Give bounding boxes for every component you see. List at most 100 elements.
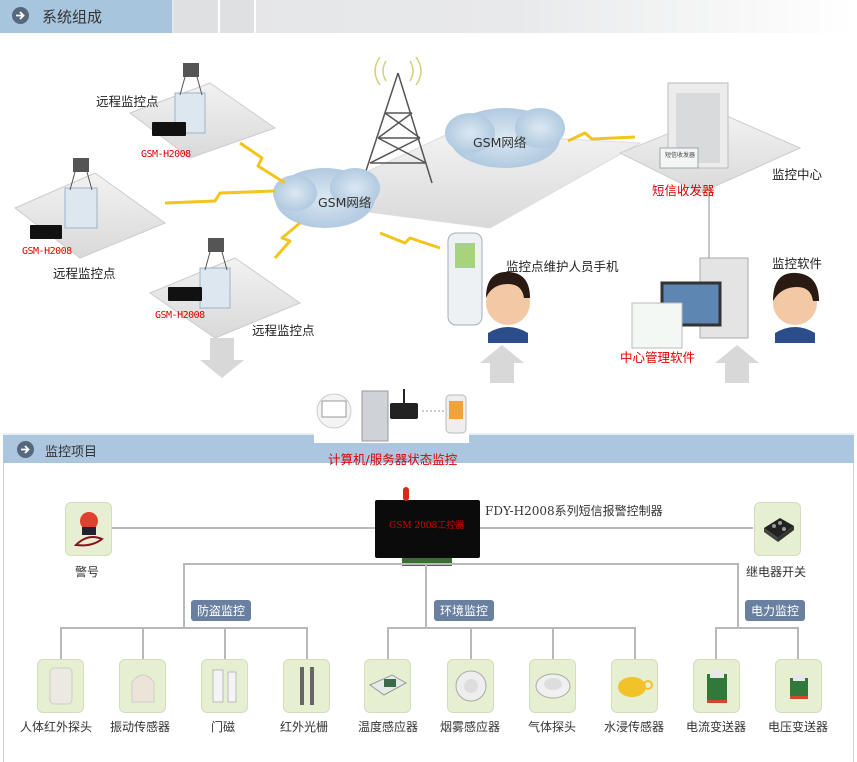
siren-icon bbox=[73, 512, 104, 547]
sms-device-tag: 短信收发器 bbox=[665, 152, 696, 159]
arrow-right-icon bbox=[17, 441, 34, 458]
smoke-sensor-icon bbox=[455, 670, 486, 702]
water-sensor-icon bbox=[617, 677, 653, 697]
category-badge-environment: 环境监控 bbox=[434, 600, 495, 621]
category-badge-power: 电力监控 bbox=[745, 600, 806, 621]
computer-icon bbox=[631, 257, 749, 349]
remote-site-1 bbox=[128, 63, 277, 159]
section-monitoring-items bbox=[3, 433, 854, 762]
section-header-system: 系统组成 bbox=[0, 0, 857, 33]
operator-avatar bbox=[773, 272, 819, 343]
header-divider bbox=[218, 0, 220, 33]
output-label: 警号 bbox=[75, 565, 100, 579]
device-label: GSM-H2008 bbox=[141, 149, 191, 160]
connector-line bbox=[224, 627, 226, 659]
sensor-label: 温度感应器 bbox=[358, 720, 419, 734]
connector-line bbox=[480, 527, 753, 529]
gsm-cloud-1 bbox=[273, 168, 380, 228]
mobile-phone-icon bbox=[447, 232, 483, 326]
sensor-item-pir[interactable] bbox=[37, 659, 84, 713]
lightning-icon bbox=[273, 221, 301, 259]
connector-line bbox=[737, 563, 739, 627]
software-label: 监控软件 bbox=[772, 256, 823, 271]
header-segment bbox=[220, 0, 254, 33]
gas-sensor-icon bbox=[535, 673, 570, 699]
connector-line bbox=[425, 563, 427, 627]
sensor-label: 人体红外探头 bbox=[20, 720, 93, 734]
sensor-item-door[interactable] bbox=[201, 659, 248, 713]
connector-line bbox=[715, 627, 717, 659]
device-label: GSM-H2008 bbox=[22, 246, 72, 257]
sensor-label: 烟雾感应器 bbox=[440, 720, 501, 734]
sms-device-label: 短信收发器 bbox=[652, 183, 715, 198]
connector-line bbox=[797, 627, 799, 659]
sensor-label: 电压变送器 bbox=[768, 720, 829, 734]
lightning-icon bbox=[239, 141, 286, 185]
sensor-label: 红外光栅 bbox=[280, 720, 329, 734]
temperature-sensor-icon bbox=[368, 674, 407, 696]
server-icon bbox=[361, 390, 389, 442]
gsm-cloud-2 bbox=[445, 108, 565, 168]
category-badge-antitheft: 防盗监控 bbox=[191, 600, 252, 621]
connector-line bbox=[183, 563, 185, 627]
tower-platform bbox=[298, 132, 642, 229]
output-label: 继电器开关 bbox=[746, 565, 807, 579]
infrared-barrier-icon bbox=[299, 667, 314, 705]
vibration-sensor-icon bbox=[131, 674, 154, 703]
connector-line bbox=[470, 627, 472, 659]
terminal-block bbox=[402, 558, 452, 566]
center-label: 监控中心 bbox=[772, 167, 823, 182]
antenna-icon bbox=[403, 487, 409, 501]
network-label: GSM网络 bbox=[318, 195, 372, 210]
sensor-label: 气体探头 bbox=[528, 720, 577, 734]
maintainer-avatar bbox=[486, 271, 530, 343]
connector-line bbox=[60, 627, 62, 659]
remote-site-3 bbox=[148, 238, 302, 339]
sensor-label: 水浸传感器 bbox=[604, 720, 665, 734]
gsm-device-icon bbox=[168, 287, 202, 301]
topology-diagram bbox=[14, 56, 819, 383]
voltage-transmitter-icon bbox=[789, 674, 808, 699]
controller-device: GSM 2008工控器 bbox=[375, 500, 480, 558]
sensor-label: 门磁 bbox=[211, 720, 236, 734]
sensor-label: 电流变送器 bbox=[686, 720, 747, 734]
header-divider bbox=[254, 0, 256, 33]
sms-transceiver-icon bbox=[659, 147, 699, 169]
sensor-item-gas[interactable] bbox=[529, 659, 576, 713]
lightning-icon bbox=[567, 131, 636, 143]
output-item-siren[interactable] bbox=[65, 502, 112, 556]
monitoring-center bbox=[618, 82, 802, 194]
sensor-item-ir-barrier[interactable] bbox=[283, 659, 330, 713]
sensor-item-vibration[interactable] bbox=[119, 659, 166, 713]
phone-label: 监控点维护人员手机 bbox=[506, 259, 619, 274]
section-title: 监控项目 bbox=[45, 445, 98, 460]
remote-site-2 bbox=[14, 158, 167, 259]
connector-line bbox=[60, 627, 307, 629]
cell-tower-icon bbox=[361, 56, 433, 184]
lightning-icon bbox=[379, 231, 441, 250]
relay-icon bbox=[763, 518, 794, 542]
server-monitor-label: 计算机/服务器状态监控 bbox=[328, 452, 458, 467]
sensor-item-current[interactable] bbox=[693, 659, 740, 713]
sensor-item-water[interactable] bbox=[611, 659, 658, 713]
arrow-down-icon bbox=[200, 338, 244, 378]
lightning-icon bbox=[164, 189, 276, 205]
arrow-up-icon bbox=[480, 345, 524, 383]
server-monitor-illustration bbox=[314, 387, 469, 443]
current-transmitter-icon bbox=[706, 670, 727, 703]
section-title: 系统组成 bbox=[42, 8, 103, 26]
door-magnet-icon bbox=[212, 669, 236, 703]
sensor-item-temperature[interactable] bbox=[364, 659, 411, 713]
connector-line bbox=[634, 627, 636, 659]
sensor-item-voltage[interactable] bbox=[775, 659, 822, 713]
connector-line bbox=[552, 627, 554, 659]
sensor-item-smoke[interactable] bbox=[447, 659, 494, 713]
connector-line bbox=[142, 627, 144, 659]
remote-site-label: 远程监控点 bbox=[252, 323, 315, 338]
sensor-label: 振动传感器 bbox=[110, 720, 171, 734]
connector-line bbox=[306, 627, 308, 659]
arrow-right-icon bbox=[12, 7, 29, 24]
gsm-device-icon bbox=[30, 225, 62, 239]
output-item-relay[interactable] bbox=[754, 502, 801, 556]
software-screenshot-icon bbox=[631, 302, 683, 349]
